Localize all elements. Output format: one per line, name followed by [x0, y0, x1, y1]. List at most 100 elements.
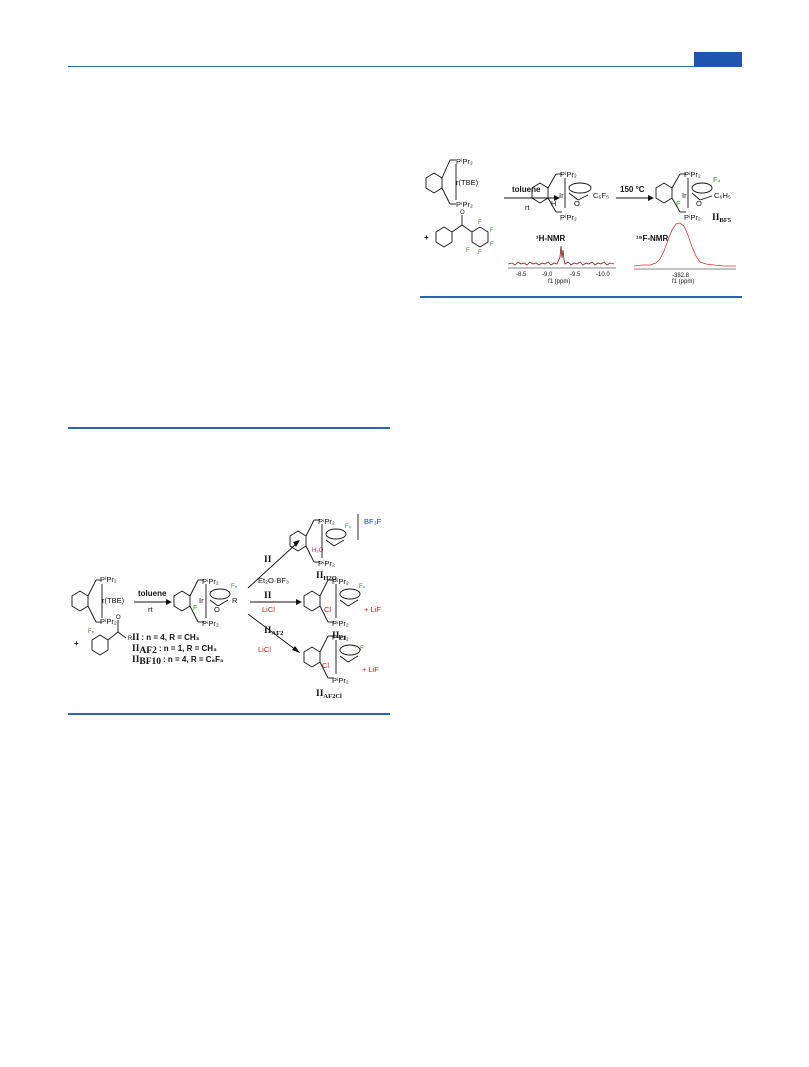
b-center-complex: [173, 579, 231, 623]
start-pincer-complex: [425, 159, 457, 205]
scheme-bottom-rule-top: [68, 427, 390, 429]
scheme-top-rule: [420, 296, 742, 298]
nmr2-tick: -382.8: [672, 273, 690, 279]
b-branch-3-top: IIAF2: [264, 626, 283, 637]
b-arrow-top: toluene: [138, 589, 167, 598]
arrow-2-head: [648, 195, 654, 201]
b-start-complex: [71, 579, 103, 623]
arrow-2-top: 150 °C: [620, 185, 645, 194]
b-plus: +: [74, 639, 79, 648]
b-center-Fn: Fₙ: [231, 584, 238, 590]
int-P-upper: PⁱPr₂: [560, 170, 577, 179]
arrow-1-head: [554, 195, 560, 201]
start-P-upper: PⁱPr₂: [456, 157, 473, 166]
b-p3-P-lower: PⁱPr₂: [332, 676, 349, 685]
ketone-F4: F: [478, 250, 482, 256]
arrow-1-bottom: rt: [525, 203, 530, 212]
b-p1-H2O: H₂O: [312, 548, 324, 554]
b-p2-Cl: Cl: [324, 605, 331, 614]
b-product-1: [289, 514, 359, 563]
nmr1-trace: [507, 245, 615, 266]
header-accent-tab: [694, 52, 742, 67]
b-center-P-lower: PⁱPr₂: [202, 619, 219, 628]
b-p1-P-lower: PⁱPr₂: [318, 559, 335, 568]
prod-F4: F₄: [713, 175, 721, 184]
plus-sign: +: [424, 233, 429, 242]
start-P-lower: PⁱPr₂: [456, 200, 473, 209]
b-p1-F4: F₄: [345, 524, 352, 530]
b-start-P-lower: PⁱPr₂: [100, 617, 117, 626]
ketone-F3: F: [490, 242, 494, 248]
nmr1-tick-1: -8.5: [516, 272, 527, 278]
b-p2-label: IICl: [332, 631, 346, 642]
product-complex: [655, 173, 713, 213]
nmr2-axis-label: f1 (ppm): [672, 279, 694, 285]
b-start-P-upper: PⁱPr₂: [100, 575, 117, 584]
b-p3-F: F: [360, 646, 364, 652]
nmr1-title: ¹H-NMR: [536, 234, 566, 243]
b-branch-2-bottom: LiCl: [262, 605, 275, 614]
int-Ir: Ir: [559, 191, 564, 200]
nmr1-tick-2: -9.0: [542, 272, 553, 278]
int-P-lower: PⁱPr₂: [560, 213, 577, 222]
b-arrow-head: [166, 599, 172, 605]
int-C6F5: C₆F₅: [593, 191, 609, 200]
b-reagent-Fn: Fₙ: [88, 629, 95, 635]
b-product-3: [303, 635, 361, 679]
b-branch-2-head: [296, 599, 302, 605]
b-branch-1-bottom: Et₂O·BF₃: [258, 576, 289, 585]
b-start-ir-tbe: r(TBE): [102, 596, 125, 605]
ketone-C6F5: [435, 215, 489, 248]
b-branch-1-arrow: [247, 543, 297, 589]
nmr1-tick-4: -10.0: [596, 272, 610, 278]
intermediate-complex: [531, 173, 592, 213]
b-p1-anion: BF₃F: [364, 517, 382, 526]
b-p3-label: IIAF2Cl: [316, 689, 342, 700]
scheme-top-right: PⁱPr₂ r(TBE) PⁱPr₂ + O F F F F F toluene…: [424, 157, 736, 285]
b-reagent-ketone: [91, 620, 127, 656]
prod-P-upper: PⁱPr₂: [684, 170, 701, 179]
b-def-1: II: n = 4, R = CH₃: [132, 633, 200, 643]
prod-O: O: [696, 199, 702, 208]
ketone-F2: F: [490, 228, 494, 234]
scheme-bottom-left: PⁱPr₂ r(TBE) PⁱPr₂ + Fₙ O R toluene rt P…: [71, 514, 382, 700]
int-H: H: [551, 199, 556, 208]
b-p3-Cl: Cl: [322, 661, 329, 670]
b-branch-1-top: II: [264, 555, 272, 565]
arrow-1-top: toluene: [512, 185, 541, 194]
b-p3-P-upper: PⁱPr₂: [332, 633, 349, 642]
b-arrow-bottom: rt: [148, 605, 153, 614]
b-center-Ir: Ir: [199, 596, 204, 605]
prod-label: IIBF5: [712, 213, 732, 224]
b-def-2: IIAF2: n = 1, R = CH₃: [132, 644, 217, 656]
b-p2-P-upper: PⁱPr₂: [332, 577, 349, 586]
b-center-F: F: [193, 603, 198, 612]
header-rule: [68, 66, 742, 67]
start-ir-tbe: r(TBE): [456, 178, 479, 187]
scheme-bottom-rule-bottom: [68, 713, 390, 715]
prod-P-lower: PⁱPr₂: [684, 213, 701, 222]
prod-C6H5: C₆H₅: [714, 191, 731, 200]
b-p2-F4: F₄: [359, 584, 366, 590]
b-center-P-upper: PⁱPr₂: [202, 577, 219, 586]
b-product-2: [303, 579, 361, 623]
ketone-F1: F: [478, 220, 482, 226]
b-branch-3-bottom: LiCl: [258, 645, 271, 654]
b-p2-LiF: + LiF: [364, 605, 381, 614]
ketone-O: O: [460, 210, 465, 216]
b-branch-2-top: II: [264, 591, 272, 601]
nmr1-axis-label: f1 (ppm): [548, 279, 570, 285]
int-O: O: [574, 199, 580, 208]
nmr1-tick-3: -9.5: [570, 272, 581, 278]
prod-Ir: Ir: [682, 191, 687, 200]
b-def-3: IIBF10: n = 4, R = C₆F₅: [132, 655, 224, 667]
b-branch-3-arrow: [247, 613, 297, 651]
nmr2-trace: [633, 222, 736, 267]
b-branch-3-head: [292, 646, 300, 653]
b-reagent-O: O: [116, 615, 121, 621]
b-center-O: O: [214, 605, 220, 614]
b-branch-1-head: [293, 540, 300, 547]
b-p1-label: IIH2O: [316, 571, 337, 582]
b-reagent-R: R: [128, 636, 133, 642]
b-p2-P-lower: PⁱPr₂: [332, 619, 349, 628]
